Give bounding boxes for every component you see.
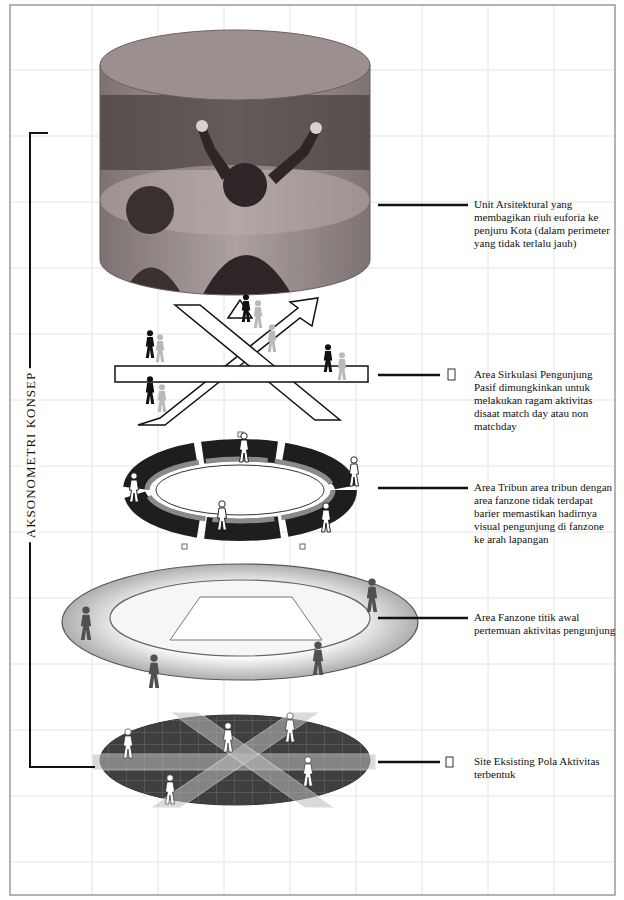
illustration-part <box>378 374 440 377</box>
illustration-part <box>242 294 251 322</box>
illustration-part <box>147 459 333 521</box>
illustration-part <box>138 298 318 425</box>
callout-text: Site Eksisting Pola Aktivitas terbentuk <box>474 755 616 781</box>
illustration-part <box>304 757 313 786</box>
bracket <box>30 133 95 767</box>
illustration-part <box>322 503 331 532</box>
illustration-part <box>110 580 370 656</box>
illustration-part <box>156 334 165 362</box>
illustration-part <box>170 597 322 640</box>
illustration-part <box>350 457 359 486</box>
callout-text: Area Fanzone titik awal pertemuan aktivi… <box>474 611 616 637</box>
visitor-figures <box>81 578 377 688</box>
illustration-part <box>378 487 468 490</box>
illustration-part <box>158 384 167 412</box>
illustration-part <box>378 761 440 764</box>
illustration-part <box>268 128 320 184</box>
callout-text: Area Sirkulasi Pengunjung Pasif dimungki… <box>474 368 616 433</box>
visitor-figures <box>124 713 313 804</box>
leader-lines <box>378 205 468 762</box>
illustration-part <box>182 544 187 549</box>
illustration-part <box>170 712 335 808</box>
illustration-part <box>156 465 324 515</box>
illustration-part <box>146 376 155 404</box>
illustration-part <box>149 654 159 688</box>
illustration-part <box>146 330 155 358</box>
illustration-part <box>324 344 333 372</box>
illustration-part <box>62 564 418 680</box>
illustration-part <box>300 544 305 549</box>
illustration-part <box>120 268 185 301</box>
illustration-part <box>100 65 370 295</box>
illustration-part <box>378 617 468 620</box>
illustration-part <box>448 369 455 380</box>
illustration-part <box>338 352 347 380</box>
illustration-part <box>310 122 322 134</box>
illustration-part <box>268 324 277 352</box>
illustration-part <box>367 578 377 612</box>
callout-text: Area Tribun area tribun dengan area fanz… <box>474 481 616 546</box>
circulation-paths <box>115 298 368 425</box>
leader-end-marks <box>446 369 455 767</box>
illustration-part <box>100 95 370 170</box>
illustration-part <box>254 300 263 328</box>
illustration-part <box>240 433 249 462</box>
illustration-part <box>124 729 133 758</box>
illustration-part <box>81 606 91 640</box>
callout-text: Unit Arsitektural yang membagikan riuh e… <box>474 198 616 250</box>
illustration-part <box>218 501 227 530</box>
existing-site <box>92 712 376 808</box>
visitor-figures <box>146 294 347 412</box>
illustration-part <box>286 713 295 742</box>
illustration-part <box>100 95 370 300</box>
illustration-part <box>313 641 323 675</box>
axis-title: AKSONOMETRI KONSEP <box>23 368 39 542</box>
cylinder-unit <box>100 30 370 300</box>
background-grid <box>10 5 615 895</box>
illustration-part <box>198 127 232 180</box>
illustration-part <box>378 204 468 207</box>
illustration-part <box>126 186 174 234</box>
visitor-figures <box>130 433 359 532</box>
fanzone-ring <box>62 564 418 680</box>
illustration-part <box>130 473 139 502</box>
illustration-part <box>166 775 175 804</box>
page-frame <box>10 5 615 895</box>
illustration-part <box>446 757 453 767</box>
illustration-part <box>224 723 233 752</box>
illustration-part <box>100 30 370 100</box>
illustration-part <box>196 120 208 132</box>
